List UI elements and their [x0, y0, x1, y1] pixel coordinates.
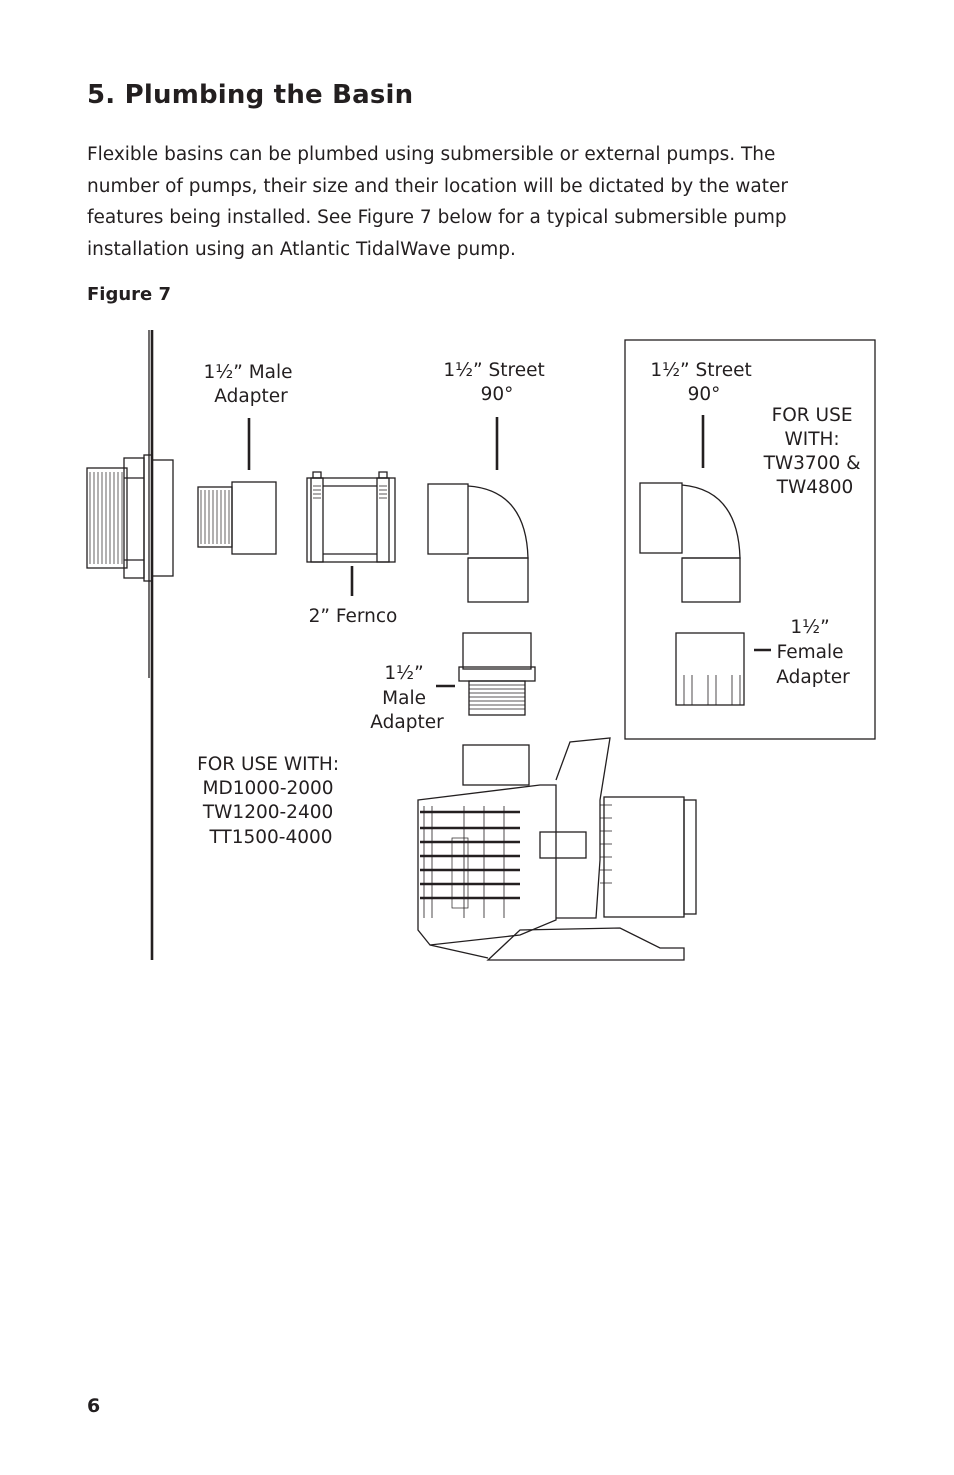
bulkhead-fitting: [86, 454, 174, 582]
male-adapter-lower: [436, 632, 536, 716]
label-for-use-with-small: FOR USE WITH: MD1000-2000 TW1200-2400 TT…: [197, 754, 345, 848]
label-male-adapter-top: 1½” Male Adapter: [204, 362, 299, 407]
label-street-90-right: 1½” Street 90°: [650, 360, 757, 405]
fernco-coupling: [306, 471, 396, 596]
figure-label: Figure 7: [87, 284, 172, 305]
page-number: 6: [87, 1395, 101, 1417]
section-heading: 5. Plumbing the Basin: [87, 80, 414, 110]
label-male-adapter-lower: 1½” Male Adapter: [370, 663, 444, 733]
street-90-left: [427, 417, 529, 603]
basin-wall: [148, 330, 154, 960]
label-fernco: 2” Fernco: [309, 606, 398, 627]
alternate-fittings-box: [624, 339, 876, 740]
label-street-90-left: 1½” Street 90°: [443, 360, 550, 405]
male-adapter-top: [197, 418, 277, 555]
label-for-use-with-large: FOR USE WITH: TW3700 & TW4800: [763, 405, 867, 498]
intro-paragraph: Flexible basins can be plumbed using sub…: [87, 144, 788, 260]
female-adapter: [675, 632, 771, 706]
tidalwave-pump: [417, 737, 697, 961]
label-female-adapter: 1½” Female Adapter: [776, 617, 850, 688]
street-90-right: [639, 415, 741, 603]
